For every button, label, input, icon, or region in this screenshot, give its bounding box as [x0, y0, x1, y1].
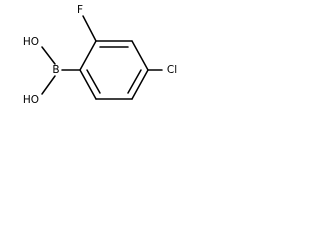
chemical-structure: F B HO HO Cl — [23, 4, 177, 106]
structure-canvas: F B HO HO Cl — [0, 0, 208, 120]
ring-double-bond-c6-c1 — [86, 69, 101, 94]
ring-bond-c4-c5 — [131, 69, 149, 100]
hydroxyl-top-label: HO — [23, 36, 39, 48]
boron-label: B — [52, 64, 59, 76]
ring-double-bond-c4-c5 — [127, 69, 142, 94]
ring-bond-c3-c4 — [131, 40, 149, 71]
bond-c2-f — [82, 15, 97, 42]
ring-bond-c6-c1 — [79, 69, 97, 100]
fluorine-label: F — [77, 4, 83, 16]
bond-b-oh-bottom — [41, 75, 56, 95]
chlorine-label: Cl — [167, 64, 177, 76]
hydroxyl-bottom-label: HO — [23, 94, 39, 106]
ring-bond-c1-c2 — [79, 40, 97, 71]
bond-b-oh-top — [41, 46, 56, 65]
benzene-ring — [79, 40, 149, 100]
